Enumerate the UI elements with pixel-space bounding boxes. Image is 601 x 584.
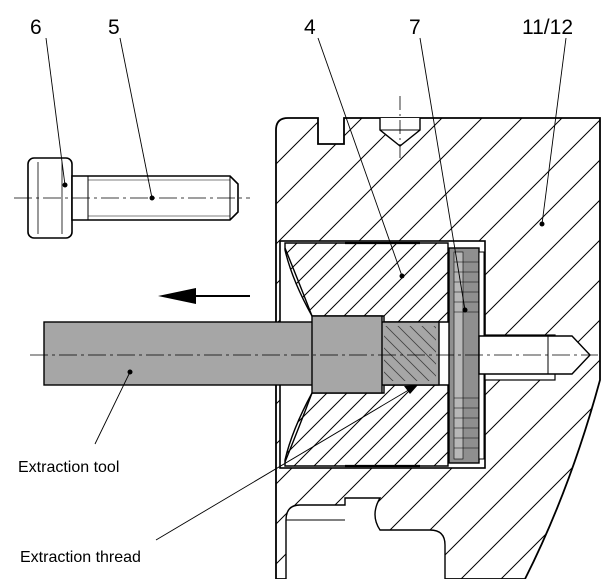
leader-lines	[45, 37, 567, 541]
caption-extraction-tool: Extraction tool	[18, 459, 119, 476]
callout-5: 5	[108, 16, 120, 39]
leader-dots	[62, 182, 545, 394]
extraction-tool	[43, 315, 440, 394]
callout-11-12: 11/12	[522, 16, 573, 39]
callout-4: 4	[304, 16, 316, 39]
extraction-direction-arrow	[158, 288, 250, 304]
caption-extraction-thread: Extraction thread	[20, 549, 141, 566]
callout-6: 6	[30, 16, 42, 39]
center-lines	[14, 197, 598, 356]
callout-7: 7	[409, 16, 421, 39]
